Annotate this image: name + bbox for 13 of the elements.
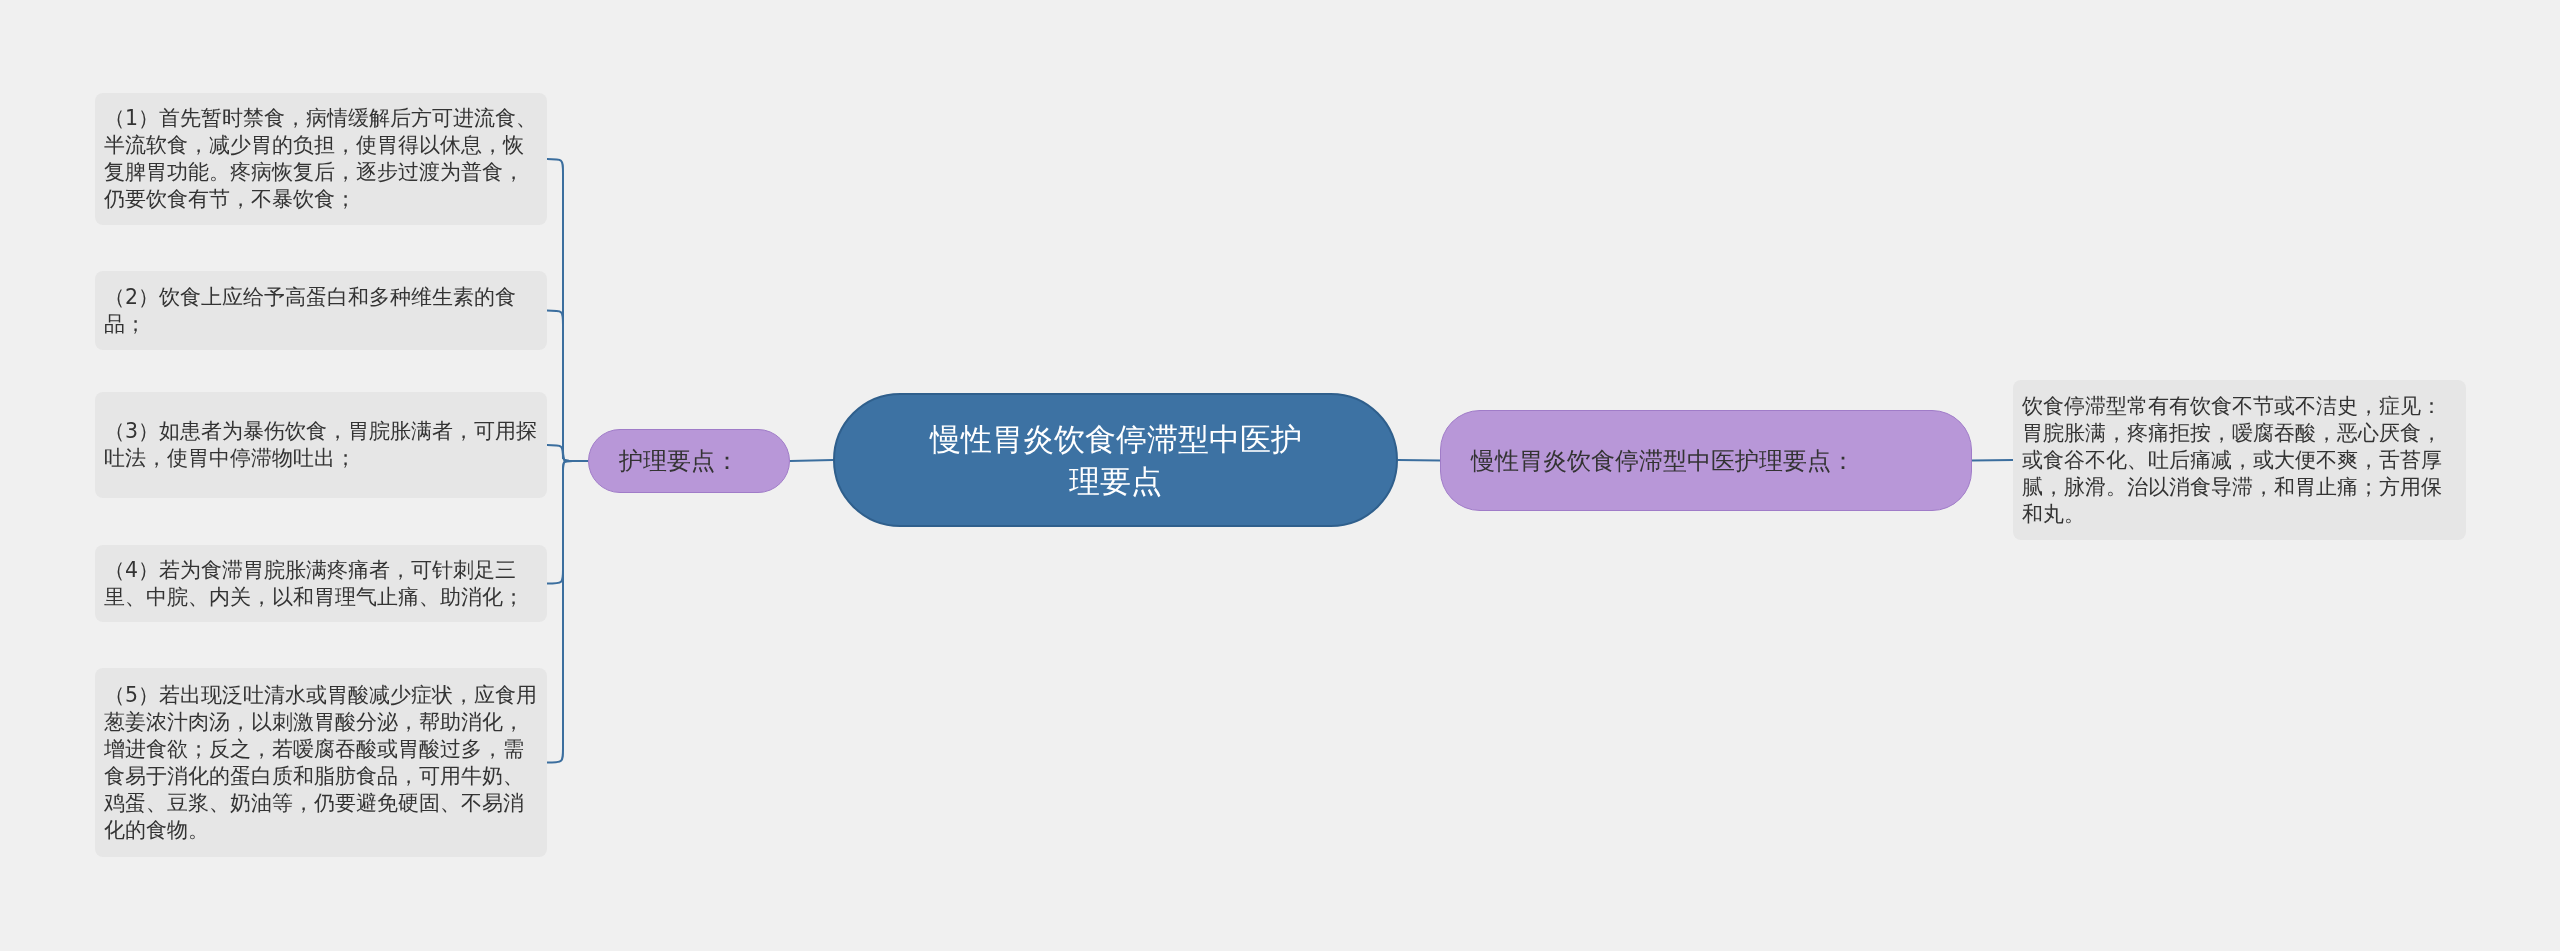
note-card: （3）如患者为暴伤饮食，胃脘胀满者，可用探吐法，使胃中停滞物吐出； xyxy=(95,392,547,498)
connector-line xyxy=(1397,459,1441,462)
note-card: （5）若出现泛吐清水或胃酸减少症状，应食用葱姜浓汁肉汤，以刺激胃酸分泌，帮助消化，增进食欲；反之，若嗳腐吞酸或胃酸过多，需食易于消化的蛋白质和脂肪食品，可用牛奶、鸡蛋、豆浆、奶油等，仍要避免硬固、不易消化的食物。 xyxy=(95,668,547,857)
note-card: （2）饮食上应给予高蛋白和多种维生素的食品； xyxy=(95,271,547,350)
note-card: 饮食停滞型常有有饮食不节或不洁史，症见：胃脘胀满，疼痛拒按，嗳腐吞酸，恶心厌食，或食谷不化、吐后痛减，或大便不爽，舌苔厚腻，脉滑。治以消食导滞，和胃止痛；方用保和丸。 xyxy=(2013,380,2466,540)
topic-pill: 慢性胃炎饮食停滞型中医护理要点： xyxy=(1440,410,1972,511)
connector-line xyxy=(546,460,589,764)
connector-line xyxy=(1971,459,2014,462)
topic-pill: 护理要点： xyxy=(588,429,790,493)
central-topic: 慢性胃炎饮食停滞型中医护理要点 xyxy=(833,393,1398,527)
connector-line xyxy=(789,459,834,462)
note-card: （1）首先暂时禁食，病情缓解后方可进流食、半流软食，减少胃的负担，使胃得以休息，恢复脾胃功能。疼病恢复后，逐步过渡为普食，仍要饮食有节，不暴饮食； xyxy=(95,93,547,225)
note-card: （4）若为食滞胃脘胀满疼痛者，可针刺足三里、中脘、内关，以和胃理气止痛、助消化； xyxy=(95,545,547,622)
